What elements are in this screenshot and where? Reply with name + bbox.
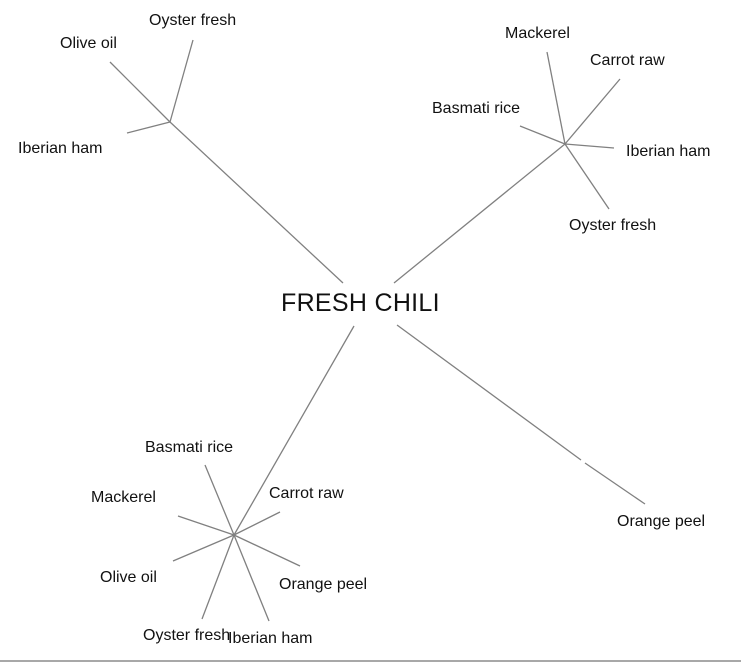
leaf-label-tr-basmati-rice: Basmati rice: [432, 100, 521, 117]
edge-bl-olive-oil: [172, 534, 235, 562]
edge-root-to-bottom-left: [233, 325, 355, 536]
edge-tr-basmati-rice: [519, 125, 566, 145]
edge-tr-mackerel: [546, 51, 566, 145]
leaf-label-tl-olive-oil: Olive oil: [60, 35, 117, 52]
edge-bl-basmati-rice: [204, 464, 235, 536]
edge-root-to-orange-peel-a: [396, 324, 582, 461]
leaf-label-bl-mackerel: Mackerel: [91, 489, 156, 506]
root-node-label: FRESH CHILI: [281, 289, 440, 317]
leaf-label-bl-basmati-rice: Basmati rice: [145, 439, 234, 456]
edge-root-to-top-left: [169, 121, 344, 284]
edge-tr-iberian-ham: [564, 143, 615, 149]
leaf-label-bl-olive-oil: Olive oil: [100, 569, 157, 586]
bottom-border: [0, 660, 741, 662]
edge-tl-oyster-fresh: [169, 39, 194, 123]
leaf-label-bl-orange-peel: Orange peel: [279, 576, 368, 593]
leaf-label-tr-oyster-fresh: Oyster fresh: [569, 217, 657, 234]
leaf-label-tl-oyster-fresh: Oyster fresh: [149, 12, 237, 29]
edge-bl-oyster-fresh: [201, 534, 235, 620]
leaf-label-tr-mackerel: Mackerel: [505, 25, 570, 42]
edge-root-to-top-right: [393, 143, 566, 284]
leaf-label-tr-carrot-raw: Carrot raw: [590, 52, 665, 69]
edge-bl-carrot-raw: [233, 511, 281, 536]
edge-root-to-orange-peel-b: [584, 462, 646, 505]
leaf-label-tl-iberian-ham: Iberian ham: [18, 140, 103, 157]
edge-bl-orange-peel: [233, 534, 301, 567]
edge-bl-mackerel: [177, 515, 235, 536]
leaf-label-bl-iberian-ham: Iberian ham: [228, 630, 313, 647]
edge-tl-iberian-ham: [126, 121, 171, 134]
edge-tl-olive-oil: [109, 61, 171, 123]
leaf-label-bl-carrot-raw: Carrot raw: [269, 485, 344, 502]
edge-tr-oyster-fresh: [564, 143, 610, 210]
edge-bl-iberian-ham: [233, 534, 270, 622]
edge-tr-carrot-raw: [564, 78, 621, 145]
leaf-label-br-orange-peel: Orange peel: [617, 513, 706, 530]
leaf-label-tr-iberian-ham: Iberian ham: [626, 143, 711, 160]
leaf-label-bl-oyster-fresh: Oyster fresh: [143, 627, 231, 644]
